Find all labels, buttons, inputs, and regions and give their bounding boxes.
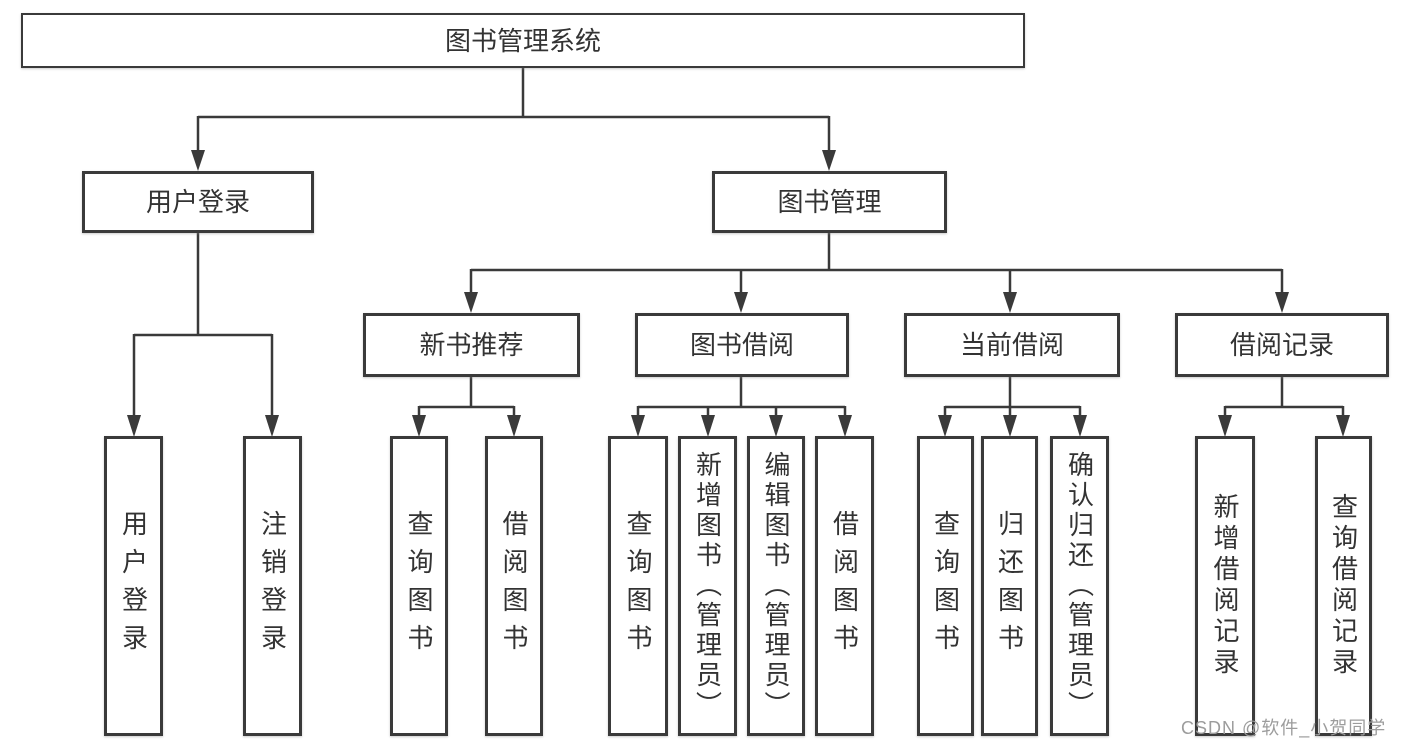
leaf-current-query-books-label: 查询图书 xyxy=(930,510,961,662)
leaf-newbooks-borrow-books: 借阅图书 xyxy=(485,436,543,736)
leaf-borrowing-add-books: 新增图书（管理员） xyxy=(678,436,737,736)
node-borrowing-records-label: 借阅记录 xyxy=(1229,330,1334,360)
leaf-current-return-books-label: 归还图书 xyxy=(994,510,1025,662)
leaf-borrowing-query-books: 查询图书 xyxy=(608,436,668,736)
node-book-management-label: 图书管理 xyxy=(777,187,882,217)
leaf-records-add-record: 新增借阅记录 xyxy=(1195,436,1255,736)
leaf-records-query-record: 查询借阅记录 xyxy=(1315,436,1372,736)
leaf-user-login: 用户登录 xyxy=(104,436,163,736)
leaf-borrowing-add-books-label: 新增图书（管理员） xyxy=(692,451,723,721)
leaf-current-query-books: 查询图书 xyxy=(917,436,974,736)
node-new-books-label: 新书推荐 xyxy=(419,330,524,360)
node-root-label: 图书管理系统 xyxy=(444,25,601,56)
node-current-borrowing-label: 当前借阅 xyxy=(959,330,1064,360)
leaf-logout: 注销登录 xyxy=(243,436,302,736)
leaf-logout-label: 注销登录 xyxy=(257,510,288,662)
leaf-borrowing-borrow-books-label: 借阅图书 xyxy=(829,510,860,662)
leaf-newbooks-query-books-label: 查询图书 xyxy=(404,510,434,662)
csdn-watermark: CSDN @软件_小贺同学 xyxy=(1181,718,1387,738)
leaf-current-confirm-return: 确认归还（管理员） xyxy=(1050,436,1109,736)
leaf-current-return-books: 归还图书 xyxy=(981,436,1038,736)
leaf-user-login-label: 用户登录 xyxy=(118,510,149,662)
node-book-borrowing-label: 图书借阅 xyxy=(689,330,794,360)
leaf-borrowing-edit-books-label: 编辑图书（管理员） xyxy=(761,451,791,721)
leaf-current-confirm-return-label: 确认归还（管理员） xyxy=(1064,451,1095,721)
node-root: 图书管理系统 xyxy=(21,13,1025,68)
node-current-borrowing: 当前借阅 xyxy=(904,313,1120,377)
leaf-borrowing-borrow-books: 借阅图书 xyxy=(815,436,874,736)
leaf-records-query-record-label: 查询借阅记录 xyxy=(1328,493,1359,679)
leaf-newbooks-query-books: 查询图书 xyxy=(390,436,448,736)
leaf-borrowing-query-books-label: 查询图书 xyxy=(623,510,653,662)
leaf-records-add-record-label: 新增借阅记录 xyxy=(1210,493,1240,679)
leaf-newbooks-borrow-books-label: 借阅图书 xyxy=(499,510,529,662)
node-book-borrowing: 图书借阅 xyxy=(635,313,849,377)
node-user-login: 用户登录 xyxy=(82,171,314,233)
node-new-books: 新书推荐 xyxy=(363,313,580,377)
node-book-management: 图书管理 xyxy=(712,171,947,233)
leaf-borrowing-edit-books: 编辑图书（管理员） xyxy=(747,436,805,736)
node-borrowing-records: 借阅记录 xyxy=(1175,313,1389,377)
arrowhead-icons xyxy=(127,150,1350,437)
node-user-login-label: 用户登录 xyxy=(145,187,250,217)
